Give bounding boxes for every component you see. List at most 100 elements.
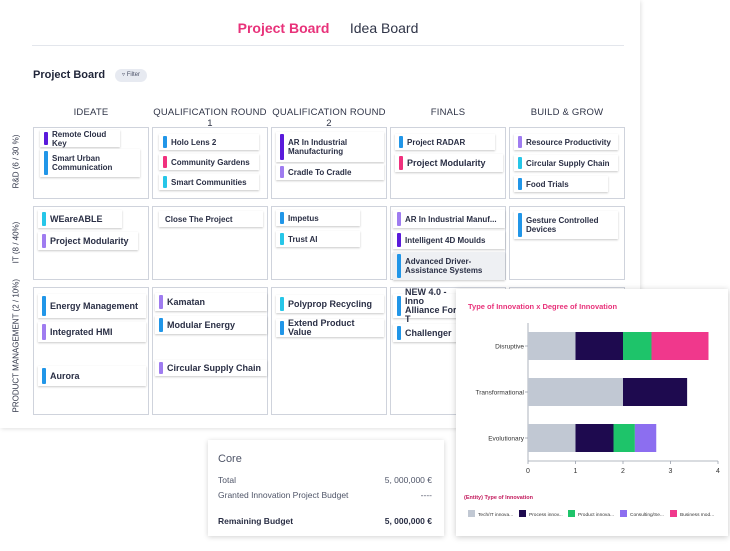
legend-swatch [568, 510, 575, 517]
card-label: Cradle To Cradle [288, 167, 352, 177]
board-title: Project Board [33, 69, 106, 81]
card-color-bar [399, 136, 403, 148]
budget-total-label: Total [218, 475, 236, 485]
card-label: Aurora [50, 370, 80, 381]
project-card[interactable]: Project Modularity [38, 232, 138, 250]
project-card[interactable]: Resource Productivity [514, 134, 618, 150]
x-tick-label: 3 [669, 468, 673, 475]
card-label: Remote Cloud Key [52, 129, 107, 148]
project-card[interactable]: WEareABLE [38, 210, 122, 228]
card-color-bar [280, 166, 284, 178]
board-cell: Close The Project [152, 206, 268, 280]
card-label: Project Modularity [407, 157, 486, 168]
tab-project-board[interactable]: Project Board [237, 20, 330, 36]
card-color-bar [42, 324, 46, 340]
project-card[interactable]: Remote Cloud Key [40, 129, 120, 148]
budget-granted-label: Granted Innovation Project Budget [218, 490, 349, 500]
card-color-bar [42, 234, 46, 248]
card-label: Food Trials [526, 179, 569, 189]
project-card[interactable]: Smart Urban Communication [40, 149, 140, 177]
project-card[interactable]: Kamatan [155, 293, 267, 311]
stacked-bar-chart: Type of Innovation x Degree of Innovatio… [464, 302, 720, 518]
project-card[interactable]: Project Modularity [395, 154, 503, 172]
project-card[interactable]: Extend Product Value [276, 319, 384, 337]
project-card[interactable]: Project RADAR [395, 134, 495, 150]
bar-segment [528, 332, 576, 360]
bar-segment [623, 378, 688, 406]
card-color-bar [163, 156, 167, 168]
project-card[interactable]: Advanced Driver-Assistance Systems [393, 252, 505, 280]
budget-total-value: 5, 000,000 € [384, 475, 432, 485]
project-card[interactable]: Intelligent 4D Moulds [393, 231, 505, 249]
project-card[interactable]: Polyprop Recycling [276, 295, 384, 313]
x-tick-label: 1 [574, 468, 578, 475]
project-card[interactable]: Circular Supply Chain [155, 360, 267, 376]
budget-remaining-value: 5, 000,000 € [384, 516, 432, 526]
bar-segment [623, 332, 652, 360]
card-label: Circular Supply Chain [167, 362, 262, 373]
card-label: Smart Urban Communication [52, 154, 113, 172]
legend-label: Business mod... [680, 512, 714, 518]
card-color-bar [159, 362, 163, 374]
project-card[interactable]: Challenger [393, 324, 463, 342]
project-card[interactable]: Trust AI [276, 231, 360, 247]
project-card[interactable]: Holo Lens 2 [159, 134, 259, 150]
legend-label: Product innova... [578, 512, 614, 518]
card-label: Project Modularity [50, 235, 129, 246]
project-card[interactable]: Circular Supply Chain [514, 155, 618, 171]
project-card[interactable]: Gesture Controlled Devices [514, 211, 618, 239]
project-card[interactable]: Impetus [276, 210, 360, 226]
card-label: Holo Lens 2 [171, 137, 217, 147]
project-card[interactable]: Smart Communities [159, 174, 259, 190]
budget-granted-row: Granted Innovation Project Budget ---- [218, 490, 432, 500]
card-color-bar [159, 295, 163, 309]
innovation-chart-panel: Type of Innovation x Degree of Innovatio… [456, 289, 728, 536]
project-card[interactable]: AR In Industrial Manufacturing [276, 132, 384, 162]
card-color-bar [518, 157, 522, 169]
legend-swatch [468, 510, 475, 517]
filter-button[interactable]: ▿ Filter [115, 69, 148, 82]
card-color-bar [42, 296, 46, 316]
card-color-bar [163, 176, 167, 188]
tab-idea-board[interactable]: Idea Board [349, 20, 419, 36]
project-card[interactable]: Close The Project [159, 211, 263, 227]
project-card[interactable]: Community Gardens [159, 154, 259, 170]
x-tick-label: 0 [526, 468, 530, 475]
legend-swatch [670, 510, 677, 517]
project-card[interactable]: AR In Industrial Manuf... [393, 210, 505, 228]
project-card[interactable]: Aurora [38, 366, 146, 386]
card-color-bar [42, 368, 46, 384]
project-card[interactable]: Energy Management [38, 294, 146, 318]
legend-label: Tech/IT innova... [478, 512, 513, 518]
card-label: Trust AI [288, 234, 318, 244]
project-card[interactable]: NEW 4.0 - Inno Alliance For T [393, 288, 463, 324]
card-label: Community Gardens [171, 157, 250, 167]
card-label: Impetus [288, 213, 319, 223]
card-color-bar [42, 212, 46, 226]
card-color-bar [44, 151, 48, 175]
card-label: Challenger [405, 327, 452, 338]
card-color-bar [397, 326, 401, 340]
project-card[interactable]: Food Trials [514, 176, 608, 192]
y-category-label: Disruptive [495, 344, 524, 351]
bar-segment [613, 424, 635, 452]
budget-total-row: Total 5, 000,000 € [218, 475, 432, 485]
bar-segment [651, 332, 709, 360]
card-color-bar [280, 233, 284, 245]
project-card[interactable]: Integrated HMI [38, 322, 146, 342]
card-label: Close The Project [165, 214, 233, 224]
filter-icon: ▿ [122, 72, 126, 78]
card-color-bar [280, 134, 284, 160]
project-card[interactable]: Modular Energy [155, 316, 267, 334]
budget-remaining-row: Remaining Budget 5, 000,000 € [218, 516, 432, 526]
legend-label: Consulting/Se... [630, 512, 664, 518]
card-label: Energy Management [50, 300, 139, 311]
card-label: Project RADAR [407, 137, 466, 147]
column-header-ideate: IDEATE [73, 107, 109, 118]
project-card[interactable]: Cradle To Cradle [276, 164, 384, 180]
board-tabs: Project Board Idea Board [32, 16, 624, 46]
card-label: AR In Industrial Manufacturing [288, 138, 348, 156]
column-header-qualification-round-1: QUALIFICATION ROUND 1 [153, 107, 267, 129]
